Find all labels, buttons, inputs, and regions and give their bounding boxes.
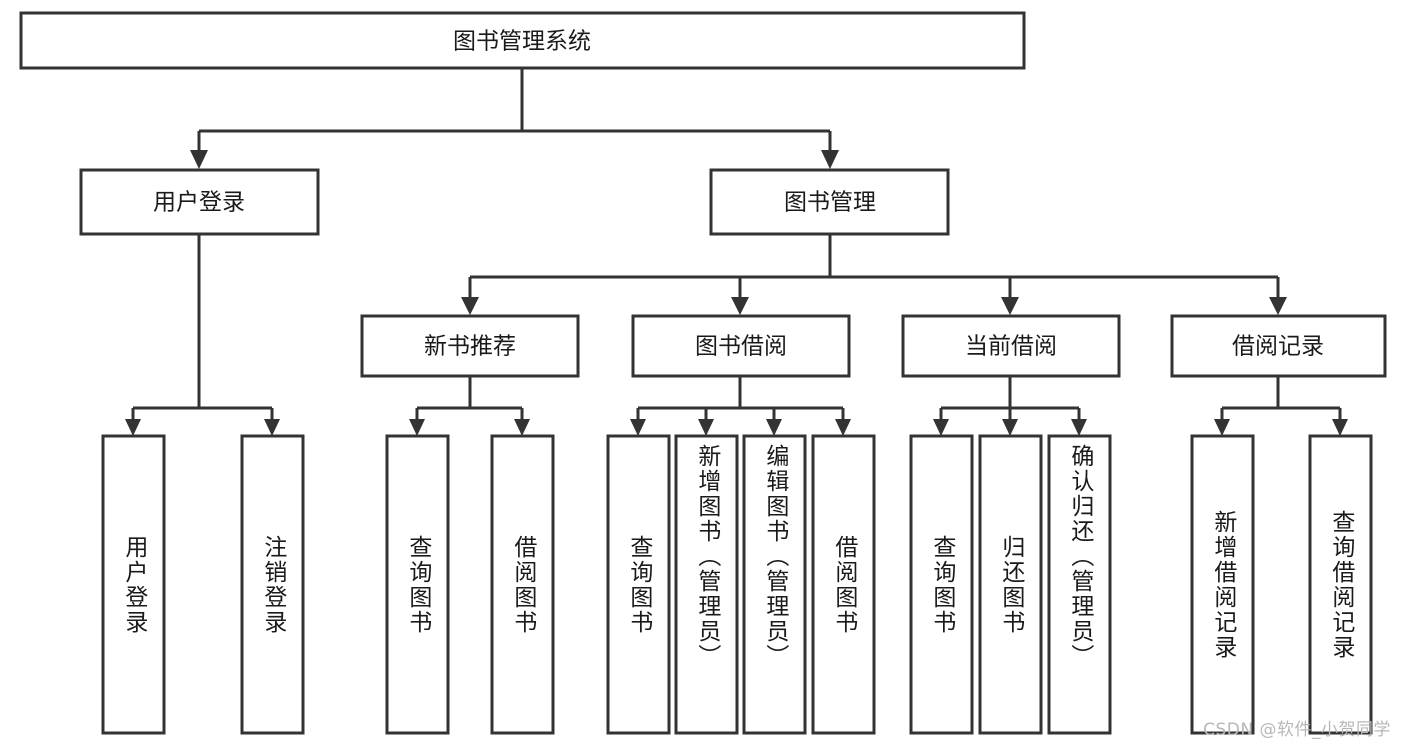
arrowhead-leaf-query-book-3 bbox=[933, 419, 949, 436]
node-leaf-query-book-1[interactable]: 查询图书 bbox=[387, 436, 448, 733]
edges-borrowrecord-to-leaves bbox=[1214, 376, 1348, 436]
node-leaf-query-book-3-label: 查询图书 bbox=[928, 534, 955, 635]
node-leaf-query-record[interactable]: 查询借阅记录 bbox=[1310, 436, 1371, 733]
node-leaf-query-record-box[interactable] bbox=[1308, 434, 1373, 735]
arrowhead-leaf-confirm-return bbox=[1071, 419, 1087, 436]
node-leaf-add-record-box[interactable] bbox=[1190, 434, 1255, 735]
node-leaf-query-book-2[interactable]: 查询图书 bbox=[608, 436, 669, 733]
arrowhead-borrowrecord bbox=[1269, 297, 1287, 315]
node-leaf-user-logout-box[interactable] bbox=[240, 434, 305, 735]
arrowhead-leaf-query-book-2 bbox=[630, 419, 646, 436]
node-leaf-add-record-label: 新增借阅记录 bbox=[1209, 509, 1236, 660]
arrowhead-leaf-user-logout bbox=[264, 419, 280, 436]
node-new-book-recommend-label: 新书推荐 bbox=[424, 334, 516, 360]
node-leaf-add-record[interactable]: 新增借阅记录 bbox=[1192, 436, 1253, 733]
node-leaf-borrow-book-2-box[interactable] bbox=[811, 434, 876, 735]
node-leaf-query-book-2-label: 查询图书 bbox=[625, 534, 652, 635]
node-borrow-record-label: 借阅记录 bbox=[1232, 334, 1324, 360]
node-leaf-confirm-return-label: 确认归还（管理员） bbox=[1066, 444, 1093, 669]
arrowhead-book-management bbox=[821, 150, 839, 169]
edges-bookborrow-to-leaves bbox=[630, 376, 851, 436]
arrowhead-bookborrow bbox=[731, 297, 749, 315]
arrowhead-currentborrow bbox=[1001, 297, 1019, 315]
node-leaf-user-login-label: 用户登录 bbox=[120, 534, 147, 635]
node-leaf-user-logout[interactable]: 注销登录 bbox=[242, 436, 303, 733]
node-book-management-label: 图书管理 bbox=[784, 190, 876, 216]
node-leaf-return-book-label: 归还图书 bbox=[997, 534, 1024, 635]
arrowhead-leaf-borrow-book-1 bbox=[514, 419, 530, 436]
node-leaf-borrow-book-1[interactable]: 借阅图书 bbox=[492, 436, 553, 733]
node-user-login-box[interactable] bbox=[79, 168, 320, 236]
node-leaf-add-book-box[interactable] bbox=[674, 434, 739, 735]
node-leaf-return-book[interactable]: 归还图书 bbox=[980, 436, 1041, 733]
node-current-borrow-label: 当前借阅 bbox=[965, 334, 1057, 360]
node-leaf-borrow-book-1-label: 借阅图书 bbox=[509, 534, 536, 635]
node-leaf-confirm-return-box[interactable] bbox=[1047, 434, 1112, 735]
arrowhead-user-login bbox=[190, 150, 208, 169]
node-leaf-user-logout-label: 注销登录 bbox=[259, 534, 286, 635]
arrowhead-leaf-add-book bbox=[698, 419, 714, 436]
node-new-book-recommend-box[interactable] bbox=[360, 314, 580, 378]
arrowhead-leaf-add-record bbox=[1214, 419, 1230, 436]
arrowhead-leaf-user-login bbox=[125, 419, 141, 436]
edges-user-login-to-leaves bbox=[125, 234, 280, 436]
node-leaf-confirm-return[interactable]: 确认归还（管理员） bbox=[1049, 436, 1110, 733]
node-leaf-return-book-box[interactable] bbox=[978, 434, 1043, 735]
arrowhead-leaf-borrow-book-2 bbox=[835, 419, 851, 436]
arrowhead-leaf-query-book-1 bbox=[409, 419, 425, 436]
node-leaf-edit-book-box[interactable] bbox=[742, 434, 807, 735]
arrowhead-leaf-return-book bbox=[1002, 419, 1018, 436]
node-leaf-borrow-book-2-label: 借阅图书 bbox=[830, 534, 857, 635]
edges-currentborrow-to-leaves bbox=[933, 376, 1087, 436]
node-user-login-label: 用户登录 bbox=[153, 190, 245, 216]
csdn-watermark: CSDN @软件_小贺同学 bbox=[1203, 720, 1391, 740]
node-leaf-borrow-book-1-box[interactable] bbox=[490, 434, 555, 735]
node-leaf-query-book-3-box[interactable] bbox=[909, 434, 974, 735]
node-leaf-user-login[interactable]: 用户登录 bbox=[103, 436, 164, 733]
node-leaf-edit-book[interactable]: 编辑图书（管理员） bbox=[744, 436, 805, 733]
node-root-box[interactable] bbox=[19, 11, 1026, 70]
node-leaf-add-book-label: 新增图书（管理员） bbox=[693, 444, 720, 669]
node-leaf-user-login-box[interactable] bbox=[101, 434, 166, 735]
node-leaf-query-book-1-box[interactable] bbox=[385, 434, 450, 735]
node-leaf-query-book-2-box[interactable] bbox=[606, 434, 671, 735]
node-leaf-query-book-1-label: 查询图书 bbox=[404, 534, 431, 635]
node-borrow-record-box[interactable] bbox=[1170, 314, 1387, 378]
edges-book-management-to-level3 bbox=[461, 234, 1287, 315]
node-current-borrow-box[interactable] bbox=[901, 314, 1121, 378]
node-leaf-add-book[interactable]: 新增图书（管理员） bbox=[676, 436, 737, 733]
node-leaf-query-record-label: 查询借阅记录 bbox=[1327, 509, 1354, 660]
node-book-borrow-box[interactable] bbox=[631, 314, 851, 378]
node-leaf-query-book-3[interactable]: 查询图书 bbox=[911, 436, 972, 733]
node-book-management-box[interactable] bbox=[709, 168, 950, 236]
node-root-label: 图书管理系统 bbox=[453, 29, 591, 55]
arrowhead-leaf-query-record bbox=[1332, 419, 1348, 436]
arrowhead-leaf-edit-book bbox=[766, 419, 782, 436]
node-leaf-edit-book-label: 编辑图书（管理员） bbox=[761, 444, 788, 669]
edges-root-to-level2 bbox=[190, 68, 839, 169]
node-book-borrow-label: 图书借阅 bbox=[695, 334, 787, 360]
node-leaf-borrow-book-2[interactable]: 借阅图书 bbox=[813, 436, 874, 733]
arrowhead-newbook bbox=[461, 297, 479, 315]
edges-newbook-to-leaves bbox=[409, 376, 530, 436]
